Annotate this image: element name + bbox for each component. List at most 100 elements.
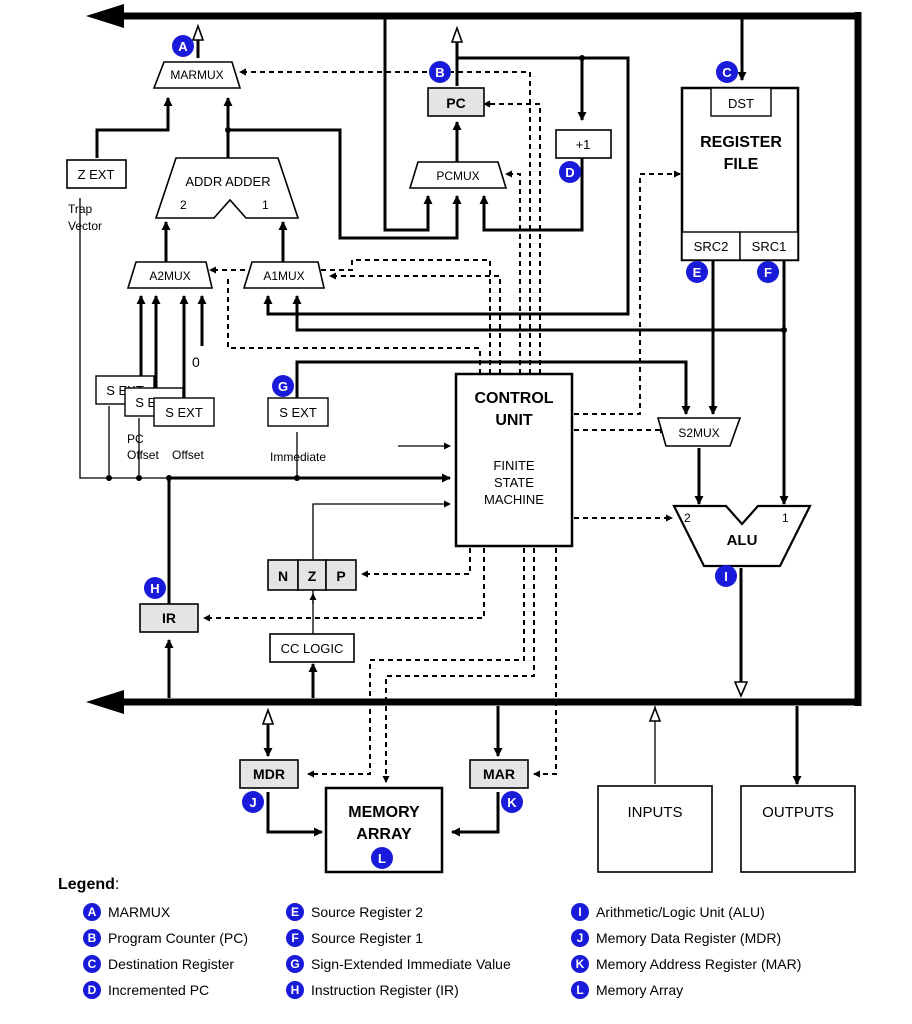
legend-label: Program Counter (PC) (108, 930, 248, 946)
legend-bubble (571, 955, 589, 973)
zext: Z EXT Trap Vector (66, 159, 127, 233)
legend-bubble (571, 929, 589, 947)
control-unit-label-2: UNIT (495, 412, 533, 429)
n-flag: N (278, 568, 288, 584)
legend-item: C Destination Register (83, 955, 234, 973)
p-flag: P (336, 568, 345, 584)
pc-box (427, 87, 485, 117)
cc-logic: CC LOGIC (269, 633, 355, 663)
bubble-k: K (501, 791, 523, 813)
legend-bubble (83, 955, 101, 973)
bubble-f-text: F (764, 265, 772, 280)
legend-bubble (83, 929, 101, 947)
mar: MAR (469, 759, 529, 789)
bubble-a-text: A (178, 39, 188, 54)
legend-letter: A (88, 905, 97, 919)
legend-letter: D (88, 983, 97, 997)
legend-bubble (83, 903, 101, 921)
legend-bubble (286, 929, 304, 947)
src1-port (739, 231, 799, 261)
legend-label: Memory Data Register (MDR) (596, 930, 781, 946)
s2mux: S2MUX (656, 417, 742, 447)
bubble-h-text: H (150, 581, 159, 596)
legend-bubble (286, 903, 304, 921)
legend-label: Memory Array (596, 982, 683, 998)
legend-bubble (83, 981, 101, 999)
bubble-d: D (559, 161, 581, 183)
offset-label: Offset (172, 448, 204, 462)
legend-letter: F (291, 931, 298, 945)
src1-label: SRC1 (752, 239, 787, 254)
legend-letter: E (291, 905, 299, 919)
mdr: MDR (239, 759, 299, 789)
legend-label: Memory Address Register (MAR) (596, 956, 801, 972)
alu-input-1: 1 (782, 511, 789, 525)
a1mux: A1MUX (242, 261, 326, 289)
legend-label: Source Register 1 (311, 930, 423, 946)
bubble-e-text: E (693, 265, 702, 280)
legend-label: Destination Register (108, 956, 234, 972)
legend-letter: J (577, 931, 584, 945)
bubble-l: L (371, 847, 393, 869)
legend-label: Arithmetic/Logic Unit (ALU) (596, 904, 765, 920)
marmux-label: MARMUX (170, 68, 223, 82)
cc-logic-label: CC LOGIC (281, 641, 344, 656)
pcmux-label: PCMUX (436, 169, 479, 183)
trap-vector-label-1: Trap (68, 202, 93, 216)
bubble-c: C (716, 61, 738, 83)
pc-increment: +1 (555, 129, 612, 159)
src2-port (681, 231, 741, 261)
legend-letter: H (291, 983, 300, 997)
legend-title-word: Legend (58, 876, 115, 893)
outputs-label: OUTPUTS (762, 804, 834, 821)
addr-adder: ADDR ADDER 2 1 (154, 157, 300, 219)
a1mux-label: A1MUX (263, 269, 304, 283)
legend-title-colon: : (115, 876, 119, 893)
data-wires (95, 16, 802, 837)
addr-adder-label: ADDR ADDER (185, 174, 270, 189)
legend-item: I Arithmetic/Logic Unit (ALU) (571, 903, 765, 921)
bubble-f: F (757, 261, 779, 283)
trap-vector-label-2: Vector (68, 219, 102, 233)
legend-letter: C (88, 957, 97, 971)
pc-offset-label-1: PC (127, 432, 144, 446)
legend-bubble (571, 903, 589, 921)
bubble-h: H (144, 577, 166, 599)
src2-label: SRC2 (694, 239, 729, 254)
plus1-label: +1 (576, 137, 591, 152)
legend-letter: L (576, 983, 583, 997)
control-unit: CONTROL UNIT FINITE STATE MACHINE (454, 372, 574, 548)
marmux: MARMUX (152, 61, 242, 89)
immediate-label: Immediate (270, 450, 326, 464)
bubble-b-text: B (435, 65, 444, 80)
pc-label: PC (446, 95, 465, 111)
legend-bubble (571, 981, 589, 999)
a2mux: A2MUX (126, 261, 214, 289)
legend-bubble (286, 955, 304, 973)
thin-dots (106, 55, 787, 481)
fsm-label-3: MACHINE (484, 492, 544, 507)
legend-label: Source Register 2 (311, 904, 423, 920)
legend-item: F Source Register 1 (286, 929, 423, 947)
sext-immediate: S EXT Immediate (267, 397, 329, 464)
ir-label: IR (162, 610, 176, 626)
bubble-l-text: L (378, 851, 386, 866)
s2mux-label: S2MUX (678, 426, 719, 440)
outputs: OUTPUTS (740, 785, 856, 873)
a2mux-label: A2MUX (149, 269, 190, 283)
legend-label: Incremented PC (108, 982, 209, 998)
dst-label: DST (728, 96, 754, 111)
bubble-d-text: D (565, 165, 574, 180)
dst-port (710, 87, 772, 117)
legend-letter: B (88, 931, 97, 945)
inputs-label: INPUTS (627, 804, 682, 821)
zero-input: 0 (192, 354, 200, 370)
register-file: DST REGISTER FILE SRC2 SRC1 (680, 86, 800, 262)
sext-offset6: S EXT (153, 397, 215, 427)
legend-letter: I (578, 905, 581, 919)
sext-label-3: S EXT (165, 405, 203, 420)
pcmux: PCMUX (408, 161, 508, 189)
